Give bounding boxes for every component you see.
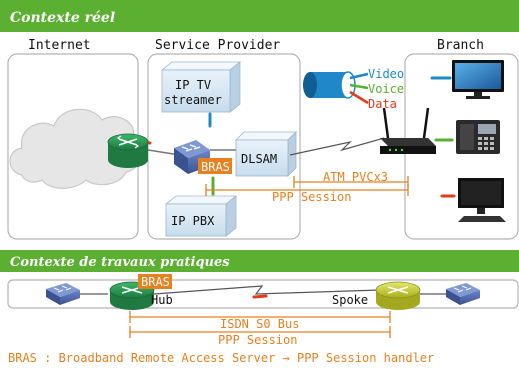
region-label-service-provider: Service Provider <box>155 38 280 53</box>
region-label-branch: Branch <box>437 38 484 53</box>
cable-bundle-icon <box>303 71 369 105</box>
ppp-session-bottom-label: PPP Session <box>218 333 297 347</box>
dlsam-icon <box>235 131 297 177</box>
region-label-internet: Internet <box>28 38 91 53</box>
bras-tag-top-box <box>198 158 232 174</box>
iptv-streamer-icon <box>160 61 242 113</box>
service-voice: Voice <box>368 82 404 96</box>
spoke-label: Spoke <box>332 293 368 307</box>
banner-contexte-reel-title: Contexte réel <box>10 10 115 26</box>
ppp-session-top-label: PPP Session <box>272 190 351 204</box>
ip-pbx-label: IP PBX <box>171 214 215 228</box>
dlsam-label: DLSAM <box>241 152 277 166</box>
iptv-label-line2: streamer <box>164 93 222 107</box>
pc-workstation-icon <box>458 178 506 222</box>
footnote-bras-definition: BRAS : Broadband Remote Access Server → … <box>8 351 434 365</box>
link-isdn-lightning <box>153 285 381 295</box>
bras-tag-bottom: BRAS <box>141 275 170 289</box>
link-dsl-lightning <box>289 137 385 156</box>
iptv-label-line1: IP TV <box>175 78 211 92</box>
dsl-modem-icon <box>380 107 436 154</box>
hub-label: Hub <box>151 293 173 307</box>
ip-phone-icon <box>456 120 500 154</box>
banner-travaux-pratiques <box>0 250 519 272</box>
lab-switch-left-icon <box>46 283 80 305</box>
lab-frame <box>7 279 519 309</box>
edge-router-icon <box>107 133 149 168</box>
service-video: Video <box>368 67 404 81</box>
bras-tag-bottom-box <box>138 274 172 289</box>
isdn-red-marker <box>252 294 268 299</box>
atm-pvc-label: ATM PVCx3 <box>323 170 388 184</box>
isdn-label: ISDN S0 Bus <box>220 317 299 331</box>
lab-switch-right-icon <box>446 283 480 305</box>
bras-tag-top: BRAS <box>201 160 230 174</box>
spoke-router-icon <box>375 281 421 310</box>
tv-monitor-icon <box>452 60 504 99</box>
banner-travaux-pratiques-title: Contexte de travaux pratiques <box>10 255 230 270</box>
banner-contexte-reel <box>0 0 519 32</box>
service-data: Data <box>368 97 397 111</box>
ip-pbx-icon <box>164 195 238 237</box>
